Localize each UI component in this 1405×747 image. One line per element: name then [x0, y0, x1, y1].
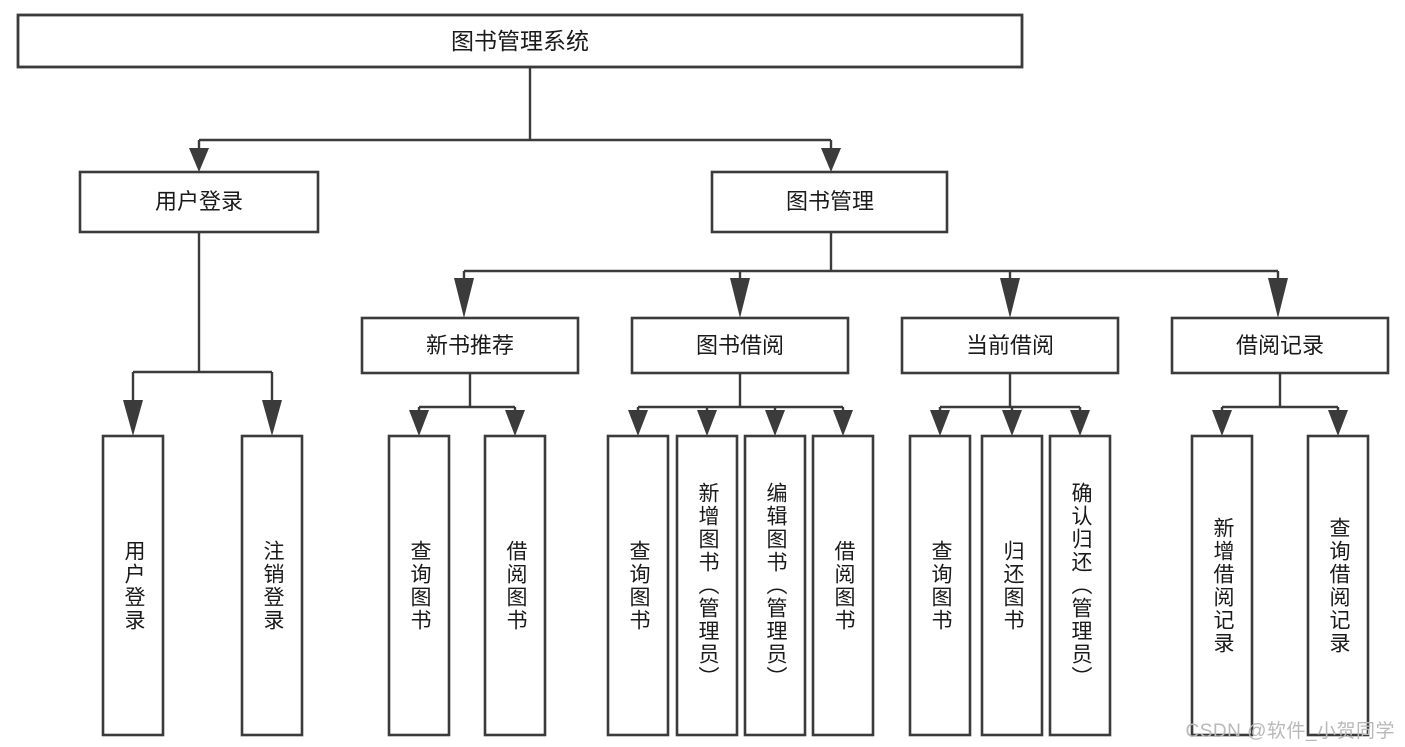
node-borrow-record-label: 借阅记录	[1236, 333, 1324, 358]
leaf-box[interactable]	[101, 434, 165, 737]
leaf-box[interactable]	[980, 434, 1044, 737]
node-book-manage-label: 图书管理	[786, 189, 874, 214]
arrow-bb-to-leaf2-icon	[697, 410, 717, 436]
node-book-manage[interactable]: 图书管理	[710, 170, 949, 234]
arrow-cb-to-leaf1-icon	[930, 410, 950, 436]
arrow-nb-to-leaf2-icon	[505, 410, 525, 436]
arrow-bm-to-newbook-icon	[454, 278, 474, 318]
node-borrow-record-box[interactable]	[1170, 316, 1390, 375]
leaf-box[interactable]	[387, 434, 451, 737]
leaf-box[interactable]	[1190, 434, 1254, 737]
leaf-box[interactable]	[811, 434, 875, 737]
arrow-bb-to-leaf4-icon	[833, 410, 853, 436]
node-root-box[interactable]	[16, 13, 1024, 69]
arrow-bm-to-current-icon	[1000, 278, 1020, 318]
node-user-login-box[interactable]	[78, 170, 320, 234]
leaf-box-group	[101, 434, 1370, 737]
edge-group-currentborrow-to-leaves	[930, 373, 1090, 436]
node-current-borrow[interactable]: 当前借阅	[900, 316, 1120, 375]
arrow-cb-to-leaf3-icon	[1070, 410, 1090, 436]
node-book-manage-box[interactable]	[710, 170, 949, 234]
node-root[interactable]: 图书管理系统	[16, 13, 1024, 69]
node-new-book-recommend-label: 新书推荐	[426, 333, 514, 358]
edge-group-root-to-level2	[189, 67, 841, 172]
arrow-root-to-book-manage-icon	[821, 148, 841, 172]
node-borrow-record[interactable]: 借阅记录	[1170, 316, 1390, 375]
leaf-box[interactable]	[1306, 434, 1370, 737]
arrow-ul-to-leaf2-icon	[262, 400, 282, 436]
watermark-text: CSDN @软件_小贺同学	[1185, 721, 1395, 742]
node-user-login[interactable]: 用户登录	[78, 170, 320, 234]
leaf-box[interactable]	[1048, 434, 1112, 737]
leaf-box[interactable]	[240, 434, 304, 737]
leaf-box[interactable]	[675, 434, 739, 737]
leaf-box[interactable]	[483, 434, 547, 737]
node-current-borrow-label: 当前借阅	[966, 333, 1054, 358]
node-root-label: 图书管理系统	[451, 28, 589, 54]
node-book-borrow-label: 图书借阅	[696, 333, 784, 358]
arrow-br-to-leaf1-icon	[1212, 410, 1232, 436]
node-user-login-label: 用户登录	[155, 189, 243, 214]
node-current-borrow-box[interactable]	[900, 316, 1120, 375]
node-new-book-recommend[interactable]: 新书推荐	[360, 316, 580, 375]
leaf-box[interactable]	[908, 434, 972, 737]
arrow-br-to-leaf2-icon	[1328, 410, 1348, 436]
edge-group-bookborrow-to-leaves	[628, 373, 853, 436]
edge-group-book-manage-to-level3	[454, 232, 1288, 318]
leaf-box[interactable]	[606, 434, 670, 737]
arrow-root-to-user-login-icon	[189, 148, 209, 172]
node-new-book-recommend-box[interactable]	[360, 316, 580, 375]
edge-group-user-login-to-leaves	[123, 232, 282, 436]
arrow-nb-to-leaf1-icon	[409, 410, 429, 436]
node-book-borrow-box[interactable]	[630, 316, 850, 375]
arrow-bb-to-leaf3-icon	[765, 410, 785, 436]
arrow-ul-to-leaf1-icon	[123, 400, 143, 436]
arrow-bm-to-record-icon	[1268, 278, 1288, 318]
arrow-bm-to-borrow-icon	[730, 278, 750, 318]
arrow-bb-to-leaf1-icon	[628, 410, 648, 436]
leaf-box[interactable]	[743, 434, 807, 737]
edge-group-newbook-to-leaves	[409, 373, 525, 436]
edge-group-borrowrecord-to-leaves	[1212, 373, 1348, 436]
node-book-borrow[interactable]: 图书借阅	[630, 316, 850, 375]
arrow-cb-to-leaf2-icon	[1002, 410, 1022, 436]
